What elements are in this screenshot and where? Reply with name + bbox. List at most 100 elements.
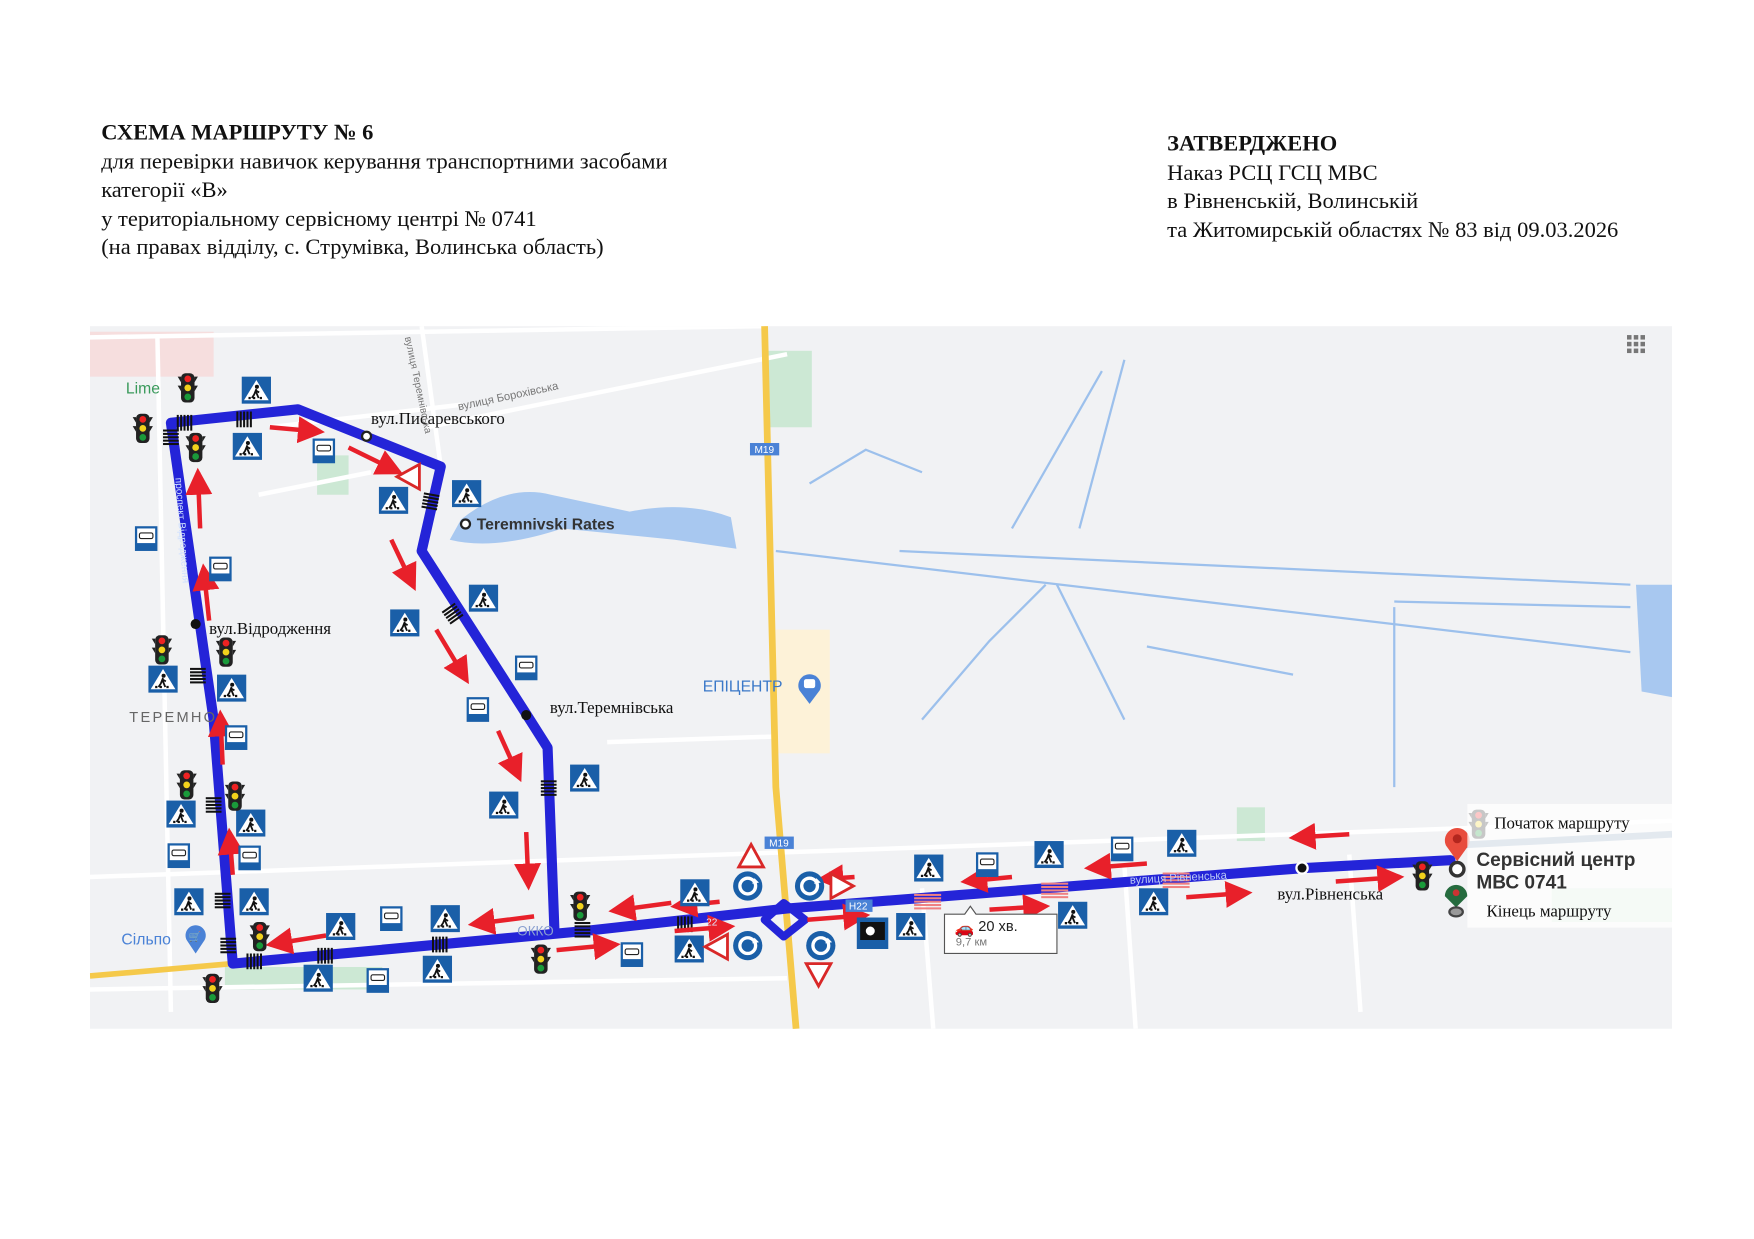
bus-stop-sign-icon	[134, 525, 158, 552]
direction-arrow	[467, 908, 535, 935]
start-pin-icon[interactable]	[1444, 828, 1470, 878]
pedestrian-crossing-sign-icon	[231, 431, 263, 461]
bus-stop-sign-icon	[365, 967, 390, 994]
road-shield-m19-south: M19	[764, 836, 794, 850]
bus-stop-sign-icon	[620, 941, 644, 968]
place-silpo: Сільпо	[121, 931, 171, 948]
crosswalk-marking	[205, 797, 222, 813]
pedestrian-crossing-sign-icon	[1138, 887, 1170, 917]
pedestrian-crossing-sign-icon	[389, 608, 421, 638]
waterways	[775, 359, 1631, 788]
bus-stop-sign-icon	[166, 842, 191, 869]
pedestrian-crossing-sign-icon	[302, 963, 334, 993]
trip-info-box[interactable]: 🚗 20 хв. 9,7 км	[943, 905, 1058, 955]
scheme-subtitle-1: для перевірки навичок керування транспор…	[101, 148, 668, 174]
roundabout-sign-icon	[804, 929, 838, 962]
bus-stop-sign-icon	[466, 696, 490, 723]
route-map: 🚗 20 хв. 9,7 км Lime ТЕРЕМНО Сільпо 🛒 ЕП…	[89, 326, 1672, 1029]
crosswalk-marking	[540, 780, 557, 796]
pedestrian-crossing-sign-icon	[240, 375, 272, 405]
apps-grid-icon[interactable]	[1627, 335, 1645, 354]
street-label-vidrodzhennia: вул.Відродження	[209, 619, 331, 638]
shopping-cart-icon: 🛒	[185, 925, 206, 954]
pedestrian-crossing-sign-icon	[679, 878, 711, 908]
pedestrian-crossing-sign-icon	[913, 853, 945, 883]
scheme-title: СХЕМА МАРШРУТУ № 6	[101, 120, 374, 146]
poi-marker	[459, 518, 472, 530]
place-epicentr: ЕПІЦЕНТР	[703, 679, 783, 696]
crosswalk-marking	[220, 937, 237, 954]
bus-stop-sign-icon	[312, 437, 336, 464]
direction-arrow	[1186, 880, 1253, 908]
crosswalk-marking	[431, 936, 448, 953]
direction-arrow	[960, 865, 1013, 893]
pedestrian-crossing-sign-icon	[1166, 828, 1198, 858]
pedestrian-crossing-sign-icon	[467, 583, 500, 613]
road-shield-h22: H22	[845, 899, 873, 913]
crosswalk-marking	[1041, 882, 1069, 899]
bus-stop-sign-icon	[224, 724, 248, 751]
pedestrian-crossing-sign-icon	[895, 912, 927, 941]
highway-m19	[761, 326, 800, 1029]
pedestrian-crossing-sign-icon	[147, 664, 179, 694]
direction-arrow	[1288, 822, 1350, 850]
direction-arrow	[434, 628, 469, 685]
crosswalk-marking	[1162, 872, 1190, 889]
road-label-rivnenska: вулиця Рівненська	[1130, 870, 1228, 887]
direction-arrow	[1335, 865, 1405, 893]
map-background	[89, 326, 1672, 1029]
speed-camera-sign-icon	[856, 917, 889, 949]
end-pin-icon[interactable]	[1444, 884, 1468, 918]
direction-arrow	[556, 933, 621, 961]
pedestrian-crossing-sign-icon	[235, 808, 267, 838]
direction-arrow	[185, 467, 213, 529]
pedestrian-crossing-sign-icon	[1033, 840, 1065, 869]
crosswalk-marking	[163, 429, 179, 446]
pedestrian-crossing-sign-icon	[173, 887, 205, 917]
crosswalk-marking	[214, 892, 231, 909]
pedestrian-crossing-sign-icon	[378, 485, 410, 515]
scheme-subtitle-2: категорії «В»	[101, 177, 228, 203]
place-okko: ОККО	[517, 924, 554, 939]
pedestrian-crossing-sign-icon	[488, 790, 520, 820]
pedestrian-crossing-sign-icon	[421, 954, 453, 984]
scheme-header: СХЕМА МАРШРУТУ № 6 для перевірки навичок…	[101, 119, 667, 262]
crosswalk-marking	[574, 922, 591, 938]
direction-arrow	[674, 914, 736, 942]
pedestrian-crossing-sign-icon	[673, 934, 705, 964]
pedestrian-crossing-sign-icon	[238, 887, 270, 917]
bus-stop-sign-icon	[379, 905, 404, 932]
road-shield-22: 22	[706, 917, 718, 928]
svg-text:M19: M19	[754, 445, 774, 456]
street-label-pysarevskoho: вул.Писаревського	[371, 409, 505, 428]
service-center-code: МВС 0741	[1476, 872, 1567, 893]
direction-arrow	[389, 538, 417, 591]
bus-stop-sign-icon	[514, 654, 539, 681]
direction-arrow	[192, 563, 220, 621]
waypoint-teremnivska	[521, 710, 532, 721]
crosswalks	[163, 411, 1190, 970]
direction-arrow	[1083, 852, 1148, 880]
trip-distance: 9,7 км	[956, 937, 987, 949]
crosswalk-marking	[190, 667, 206, 684]
direction-arrow	[608, 894, 672, 922]
direction-arrow	[217, 827, 245, 875]
street-label-rivnenska: вул.Рівненська	[1277, 885, 1383, 904]
approval-line-3: та Житомирській областях № 83 від 09.03.…	[1167, 217, 1619, 243]
service-center-name: Сервісний центр	[1476, 850, 1635, 871]
direction-arrow	[989, 894, 1051, 922]
pedestrian-crossing-sign-icon	[1057, 900, 1089, 930]
direction-arrow	[269, 416, 325, 444]
pedestrian-crossing-sign-icon	[451, 479, 483, 509]
roundabout-sign-icon	[731, 929, 765, 962]
road-signs	[132, 373, 1489, 1003]
approval-block: ЗАТВЕРДЖЕНО Наказ РСЦ ГСЦ МВС в Рівненсь…	[1167, 130, 1618, 245]
svg-text:M19: M19	[769, 839, 789, 850]
direction-arrow	[265, 927, 327, 955]
svg-text:H22: H22	[849, 902, 868, 913]
roundabout-sign-icon	[793, 869, 826, 903]
legend-start: Початок маршруту	[1494, 814, 1630, 833]
highway-west	[89, 960, 233, 979]
direction-arrow	[496, 729, 523, 783]
